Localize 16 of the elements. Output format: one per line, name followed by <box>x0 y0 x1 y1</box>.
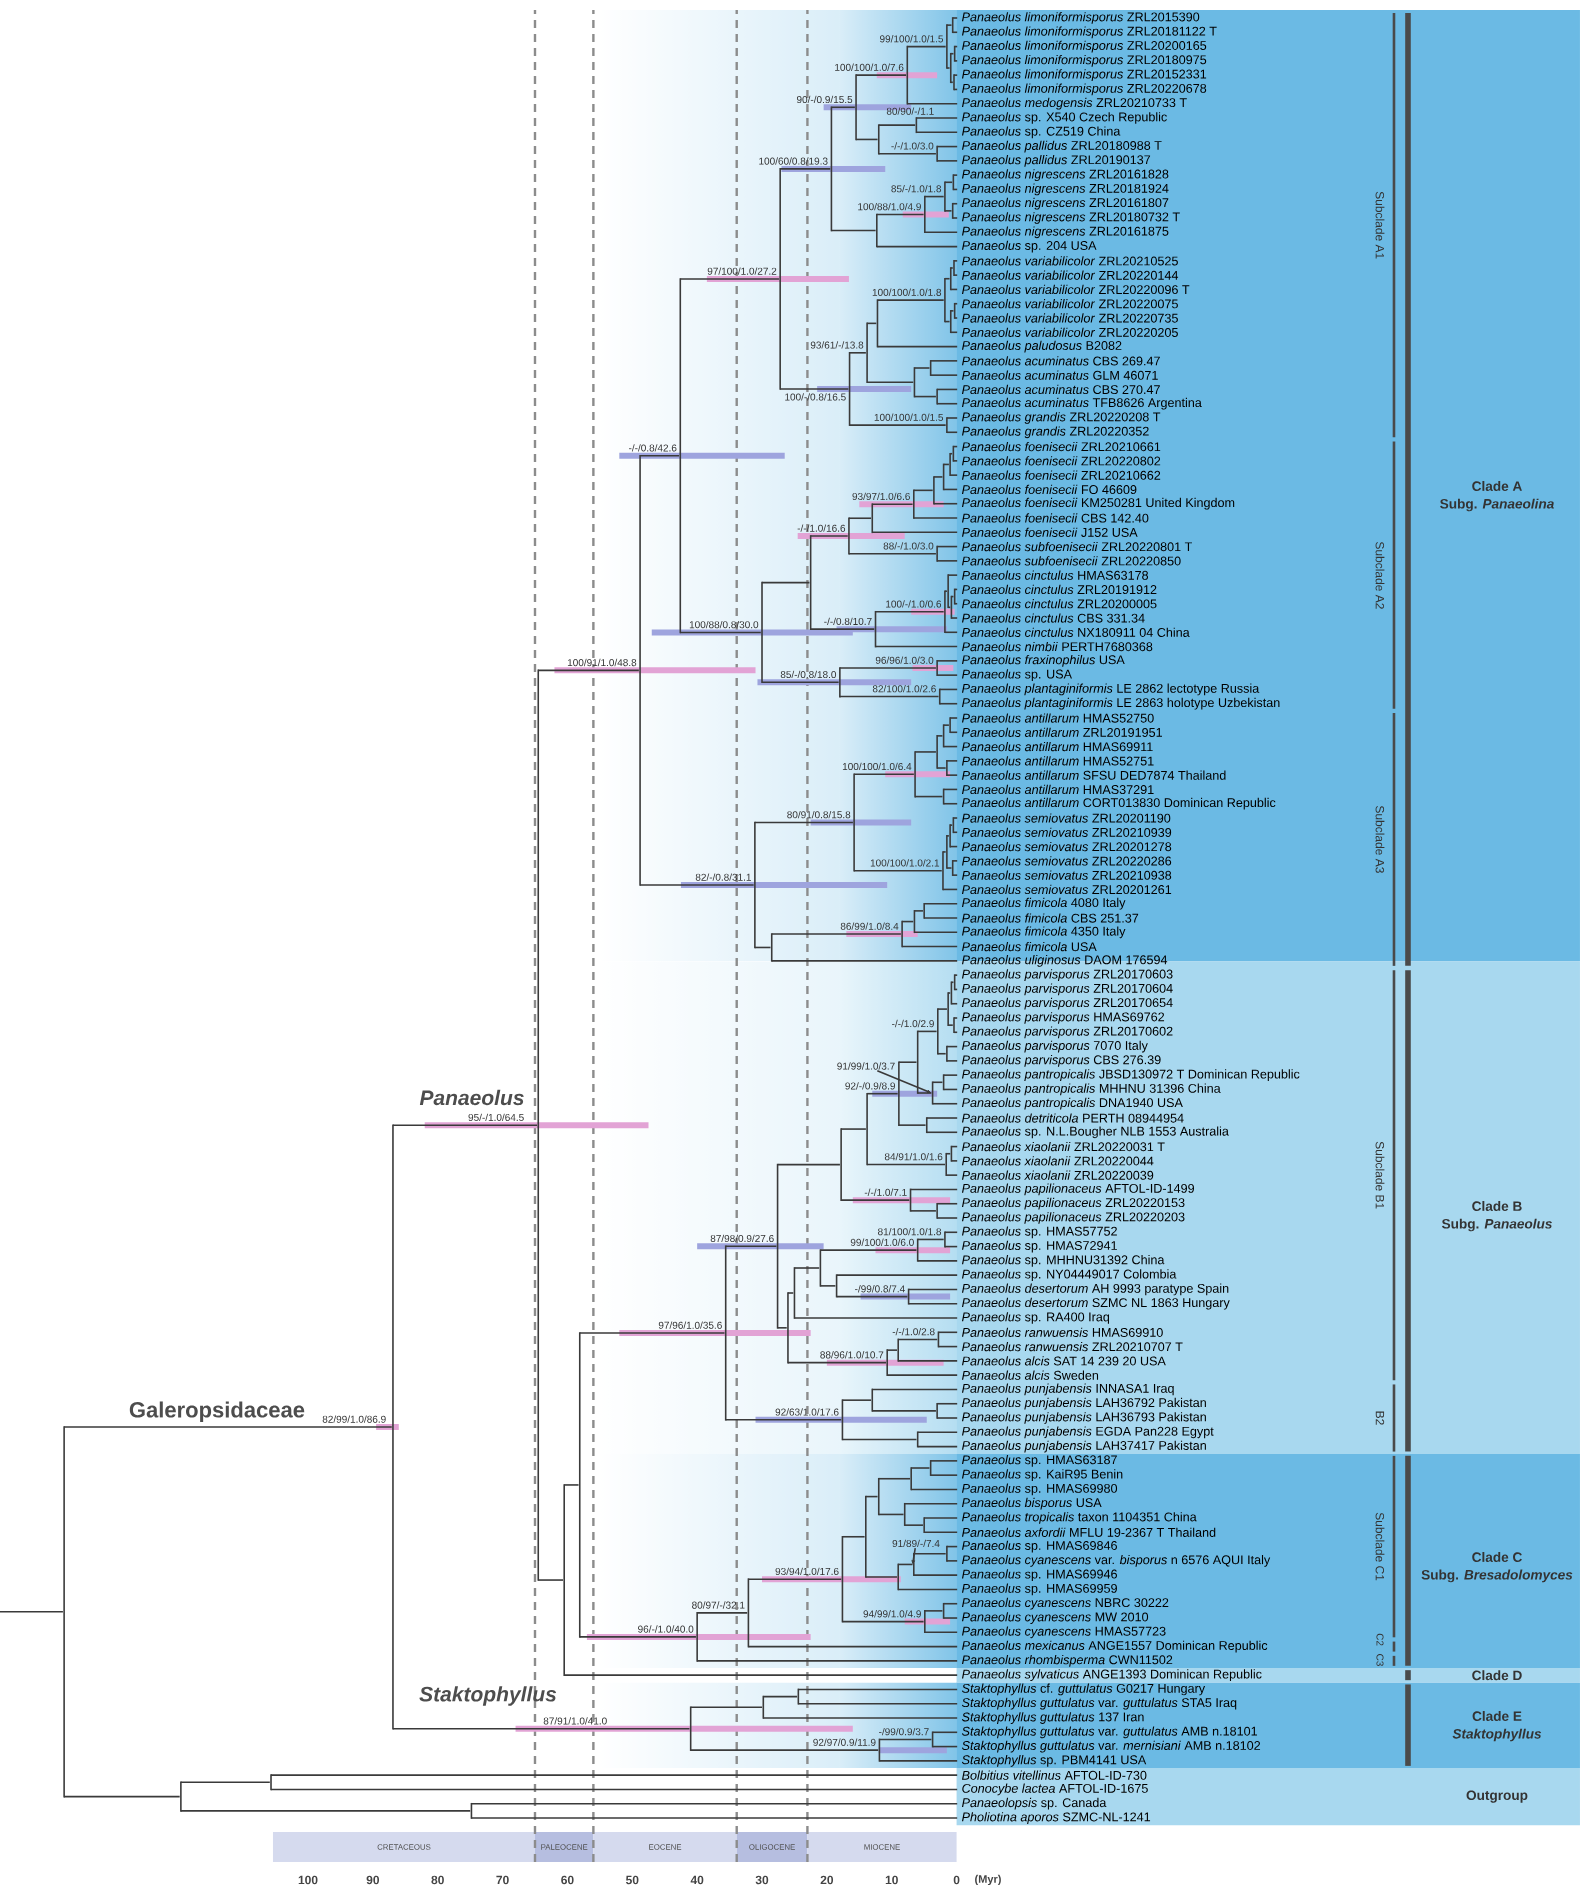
branch <box>0 1611 64 1613</box>
branch <box>392 1124 538 1126</box>
branch <box>470 1817 958 1819</box>
clade-name: Staktophyllus <box>419 1686 557 1706</box>
clade-name: Panaeolus <box>419 1089 524 1106</box>
branch <box>537 1579 564 1581</box>
branch <box>180 1810 472 1812</box>
branch <box>270 1788 958 1791</box>
branch <box>180 1781 271 1784</box>
branch <box>63 1426 393 1428</box>
branch <box>563 1484 580 1486</box>
branch <box>270 1774 958 1776</box>
branch <box>563 1674 958 1676</box>
branch <box>63 1795 181 1798</box>
clade-name: Galeropsidaceae <box>129 1401 305 1422</box>
branch <box>470 1802 958 1805</box>
